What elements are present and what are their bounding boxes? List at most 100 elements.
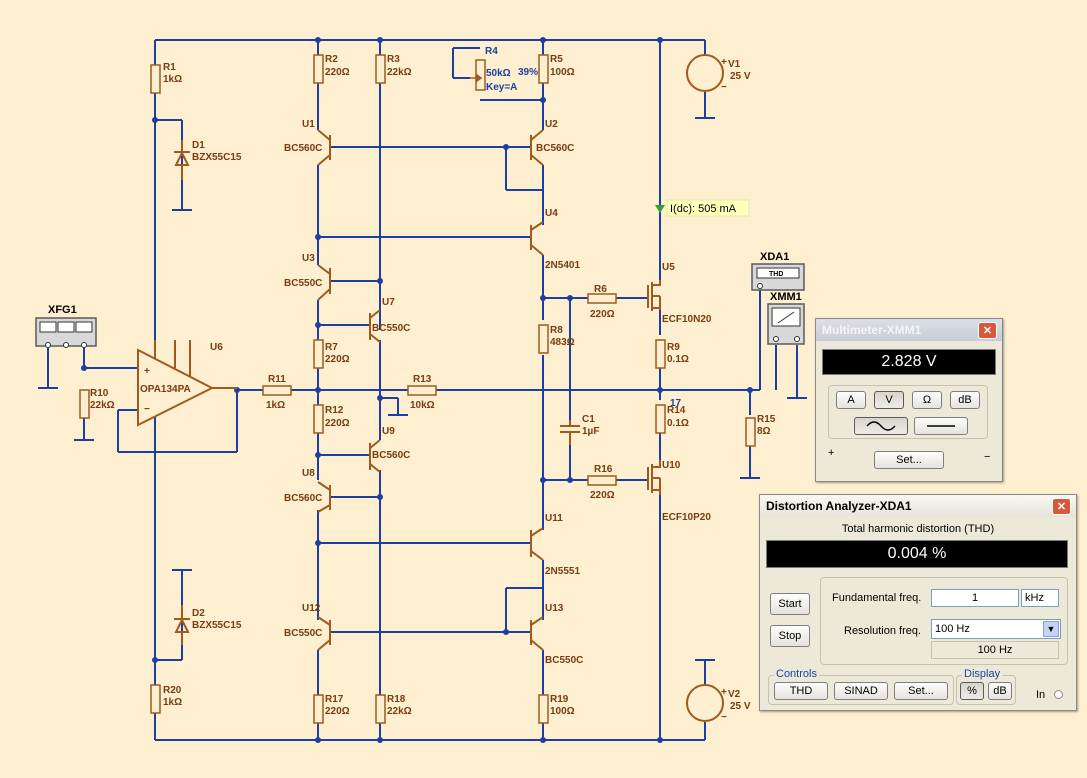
svg-text:100Ω: 100Ω [550, 706, 575, 717]
multimeter-reading: 2.828 V [881, 353, 937, 370]
svg-text:U10: U10 [662, 460, 681, 471]
svg-text:BC550C: BC550C [284, 628, 322, 639]
svg-text:220Ω: 220Ω [325, 354, 350, 365]
resistor-r14 [655, 404, 666, 434]
fundamental-freq-input[interactable]: 1 [931, 589, 1019, 607]
svg-text:Key=A: Key=A [486, 82, 517, 93]
svg-text:220Ω: 220Ω [590, 309, 615, 320]
distortion-analyzer-icon[interactable] [751, 263, 805, 291]
xfg-label: XFG1 [48, 304, 77, 316]
start-button[interactable]: Start [770, 593, 810, 615]
distortion-set-button[interactable]: Set... [894, 682, 948, 700]
resistor-r8 [538, 324, 549, 354]
svg-text:R19: R19 [550, 694, 569, 705]
sinad-button-label: SINAD [844, 685, 878, 697]
percent-button[interactable]: % [960, 682, 984, 700]
input-terminal[interactable] [1054, 690, 1063, 699]
svg-text:0.1Ω: 0.1Ω [667, 418, 689, 429]
ohmmeter-button[interactable]: Ω [912, 391, 942, 409]
svg-text:BZX55C15: BZX55C15 [192, 620, 242, 631]
svg-text:+: + [721, 57, 727, 68]
svg-text:220Ω: 220Ω [590, 490, 615, 501]
resistor-r7 [313, 339, 324, 369]
chevron-down-icon[interactable]: ▼ [1043, 621, 1059, 637]
svg-text:BC560C: BC560C [284, 143, 322, 154]
svg-text:22kΩ: 22kΩ [387, 706, 412, 717]
dc-line-icon [927, 425, 955, 427]
svg-text:BZX55C15: BZX55C15 [192, 152, 242, 163]
thd-header: Total harmonic distortion (THD) [841, 523, 995, 535]
svg-text:C1: C1 [582, 414, 595, 425]
fundamental-unit-value: kHz [1025, 592, 1044, 604]
svg-text:2N5401: 2N5401 [545, 260, 580, 271]
svg-text:U3: U3 [302, 253, 315, 264]
pot-wiper [470, 73, 483, 83]
svg-text:U13: U13 [545, 603, 564, 614]
svg-text:8Ω: 8Ω [757, 426, 771, 437]
multimeter-display: 2.828 V [822, 349, 996, 375]
multimeter-set-button[interactable]: Set... [874, 451, 944, 469]
svg-text:R17: R17 [325, 694, 344, 705]
resolution-freq-label: Resolution freq. [844, 625, 922, 637]
svg-text:R9: R9 [667, 342, 680, 353]
multimeter-icon[interactable] [767, 303, 805, 345]
ammeter-button[interactable]: A [836, 391, 866, 409]
resistor-r6 [587, 293, 617, 304]
voltmeter-button[interactable]: V [874, 391, 904, 409]
svg-text:ECF10P20: ECF10P20 [662, 512, 711, 523]
svg-text:D1: D1 [192, 140, 205, 151]
stop-button[interactable]: Stop [770, 625, 810, 647]
ammeter-label: A [847, 394, 855, 406]
resolution-freq-select[interactable]: 100 Hz ▼ [931, 619, 1061, 639]
mosfet-bodies [647, 280, 661, 495]
svg-text:R3: R3 [387, 54, 400, 65]
svg-text:U5: U5 [662, 262, 675, 273]
svg-text:483Ω: 483Ω [550, 337, 575, 348]
svg-text:0.1Ω: 0.1Ω [667, 354, 689, 365]
svg-text:−: − [721, 82, 727, 93]
svg-text:R2: R2 [325, 54, 338, 65]
svg-text:R14: R14 [667, 405, 686, 416]
function-generator[interactable] [35, 317, 97, 348]
multimeter-close-button[interactable]: ✕ [978, 322, 997, 339]
zener-diodes [174, 140, 190, 645]
distortion-titlebar[interactable]: Distortion Analyzer-XDA1 [760, 495, 1076, 517]
junctions [81, 37, 753, 743]
db-button[interactable]: dB [950, 391, 980, 409]
svg-text:BC550C: BC550C [284, 278, 322, 289]
start-label: Start [778, 598, 802, 610]
svg-text:17: 17 [670, 398, 682, 409]
thd-display: 0.004 % [766, 540, 1068, 568]
svg-text:R4: R4 [485, 46, 498, 57]
thd-button[interactable]: THD [774, 682, 828, 700]
svg-text:U6: U6 [210, 342, 223, 353]
input-terminal-label: In [1036, 689, 1046, 701]
distortion-set-label: Set... [908, 685, 934, 697]
svg-text:−: − [721, 712, 727, 723]
resistor-r12 [313, 404, 324, 434]
svg-text:R6: R6 [594, 284, 607, 295]
svg-text:R18: R18 [387, 694, 406, 705]
db-display-button[interactable]: dB [988, 682, 1012, 700]
dc-mode-button[interactable] [914, 417, 968, 435]
svg-text:10kΩ: 10kΩ [410, 400, 435, 411]
resistor-r18 [375, 694, 386, 724]
probe-label: I(dc): 505 mA [670, 203, 737, 215]
thd-reading: 0.004 % [887, 545, 947, 562]
svg-text:U9: U9 [382, 426, 395, 437]
sinad-button[interactable]: SINAD [834, 682, 888, 700]
multimeter-window[interactable]: Multimeter-XMM1 ✕ 2.828 V A V Ω dB + − S… [815, 318, 1003, 482]
resistor-r5 [538, 54, 549, 84]
svg-text:R13: R13 [413, 374, 432, 385]
multimeter-titlebar[interactable]: Multimeter-XMM1 [816, 319, 1002, 341]
svg-text:50kΩ: 50kΩ [486, 68, 511, 79]
distortion-analyzer-window[interactable]: Distortion Analyzer-XDA1 ✕ Total harmoni… [759, 494, 1077, 711]
ohmmeter-label: Ω [922, 394, 932, 406]
distortion-close-button[interactable]: ✕ [1052, 498, 1071, 515]
ac-mode-button[interactable] [854, 417, 908, 435]
multimeter-title: Multimeter-XMM1 [822, 323, 922, 337]
svg-text:BC550C: BC550C [372, 323, 410, 334]
fundamental-unit-select[interactable]: kHz [1021, 589, 1059, 607]
